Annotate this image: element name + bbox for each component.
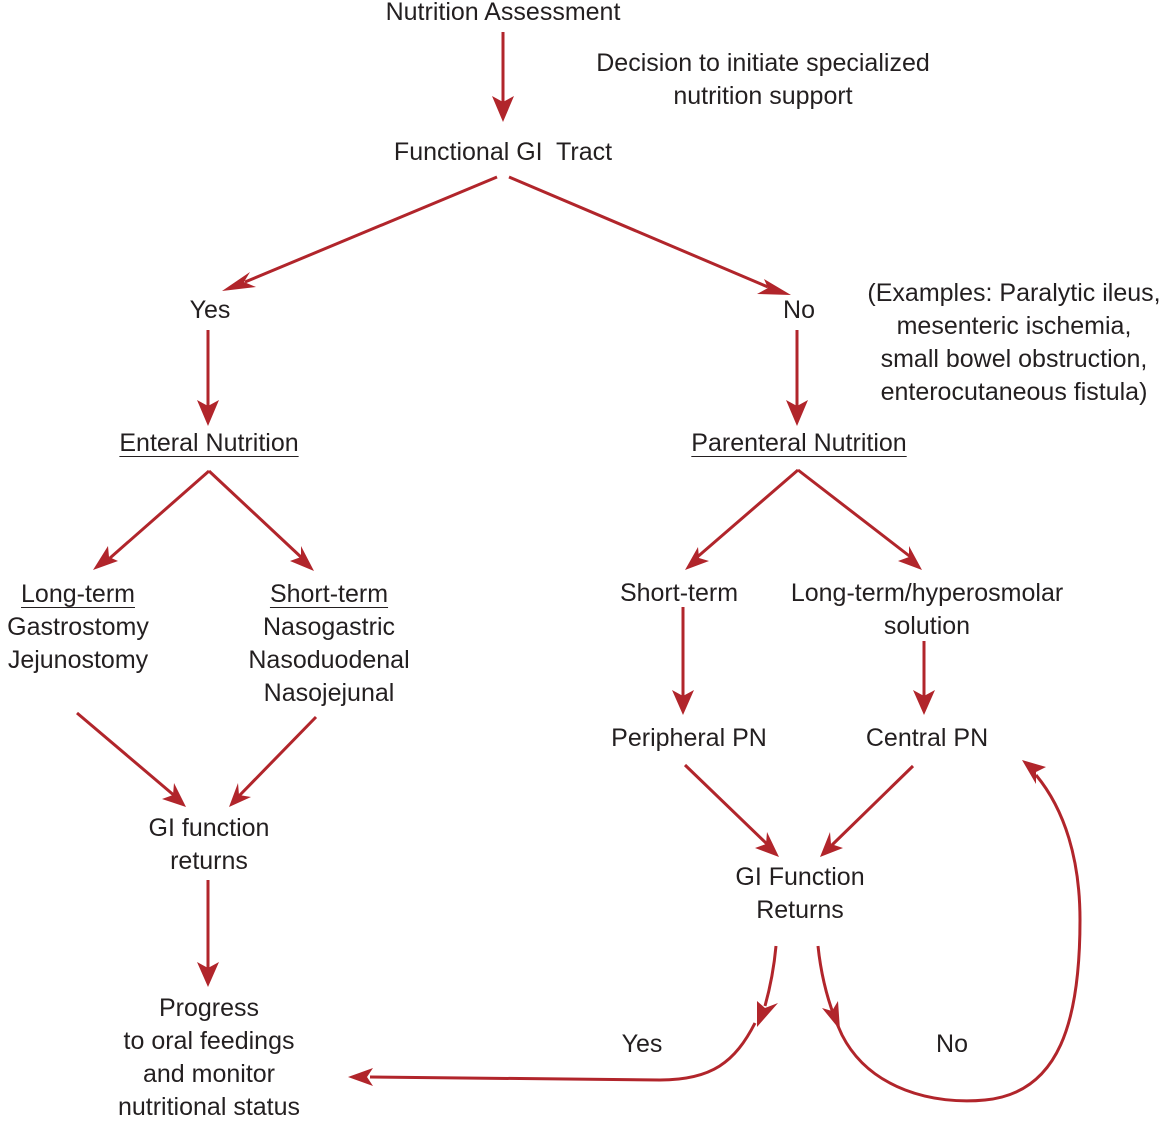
- arrow-gi-tract-to-yes: [244, 175, 498, 284]
- arrow-pn-yes-to-progress: [763, 945, 778, 1007]
- node-yes: Yes: [190, 294, 231, 327]
- node-label: Returns: [756, 896, 844, 924]
- arrowhead: [348, 1068, 373, 1086]
- node-nutrition-assessment: Nutrition Assessment: [386, 0, 621, 29]
- node-label: GI Function: [735, 863, 865, 891]
- node-label: to oral feedings: [123, 1027, 295, 1055]
- node-label: returns: [170, 847, 248, 875]
- node-label: Short-term: [619, 579, 739, 607]
- node-item: Jejunostomy: [7, 646, 149, 674]
- arrow-central-to-gi-returns: [830, 764, 915, 847]
- arrowhead: [898, 546, 922, 570]
- node-label: GI function: [148, 814, 270, 842]
- decision-note: Decision to initiate specialized nutriti…: [596, 47, 930, 113]
- arrowhead: [786, 400, 808, 426]
- node-heading: Long-term: [21, 580, 135, 608]
- note-line: nutrition support: [673, 82, 853, 110]
- node-parenteral-nutrition: Parenteral Nutrition: [691, 427, 906, 460]
- node-pn-long-term: Long-term/hyperosmolar solution: [791, 577, 1063, 643]
- node-label: nutritional status: [117, 1093, 301, 1121]
- arrowhead: [290, 546, 314, 571]
- arrowhead: [229, 783, 251, 807]
- note-line: small bowel obstruction,: [880, 345, 1148, 373]
- node-label: Enteral Nutrition: [119, 429, 299, 457]
- node-label: No: [783, 296, 815, 324]
- arrow-long-term-to-gi-returns: [76, 711, 177, 799]
- arrowhead: [755, 832, 779, 857]
- arrowhead: [757, 279, 791, 295]
- node-label: solution: [883, 612, 971, 640]
- node-label: and monitor: [142, 1060, 276, 1088]
- node-heading: Short-term: [269, 580, 389, 608]
- node-label: No: [936, 1030, 968, 1058]
- node-item: Nasojejunal: [263, 679, 395, 707]
- arrowhead: [492, 96, 514, 122]
- arrowhead: [757, 1001, 778, 1027]
- arrow-enteral-to-short-term: [207, 469, 304, 560]
- arrowhead: [162, 783, 186, 807]
- arrow-pn-yes-path: [369, 1022, 757, 1082]
- node-central-pn: Central PN: [866, 722, 988, 755]
- node-peripheral-pn: Peripheral PN: [611, 722, 767, 755]
- note-line: (Examples: Paralytic ileus,: [867, 279, 1161, 307]
- node-label: Yes: [621, 1030, 663, 1058]
- node-label: Long-term/hyperosmolar: [790, 579, 1064, 607]
- loop-no-label: No: [936, 1028, 968, 1061]
- arrow-gi-tract-to-no: [508, 175, 769, 289]
- node-label: Nutrition Assessment: [385, 0, 621, 26]
- arrow-parenteral-to-long-term: [797, 468, 913, 560]
- node-enteral-short-term: Short-term Nasogastric Nasoduodenal Naso…: [248, 578, 409, 710]
- note-line: Decision to initiate specialized: [596, 49, 930, 77]
- node-pn-short-term: Short-term: [620, 577, 738, 610]
- node-item: Nasogastric: [263, 613, 395, 641]
- arrowhead: [913, 690, 935, 715]
- arrowhead: [1022, 760, 1046, 784]
- arrowhead: [197, 962, 219, 987]
- arrowhead: [672, 690, 694, 715]
- node-enteral-gi-returns: GI function returns: [149, 812, 270, 878]
- node-functional-gi-tract: Functional GI Tract: [394, 136, 612, 169]
- arrow-parenteral-to-short-term: [694, 468, 799, 561]
- node-label: Functional GI Tract: [393, 138, 613, 166]
- arrowhead: [93, 546, 118, 570]
- arrowhead: [197, 400, 219, 426]
- note-line: enterocutaneous fistula): [880, 378, 1148, 406]
- arrow-short-term-to-gi-returns: [236, 715, 318, 799]
- node-label: Parenteral Nutrition: [691, 429, 907, 457]
- node-label: Yes: [189, 296, 231, 324]
- node-pn-gi-returns: GI Function Returns: [735, 861, 864, 927]
- node-item: Nasoduodenal: [248, 646, 410, 674]
- node-label: Peripheral PN: [611, 724, 767, 752]
- arrowhead: [685, 547, 709, 570]
- arrowhead: [820, 832, 843, 857]
- arrow-enteral-to-long-term: [109, 469, 210, 560]
- node-progress: Progress to oral feedings and monitor nu…: [118, 992, 300, 1124]
- node-label: Progress: [158, 994, 260, 1022]
- arrow-peripheral-to-gi-returns: [683, 763, 770, 847]
- node-label: Central PN: [865, 724, 989, 752]
- arrowhead: [822, 1001, 840, 1030]
- examples-note: (Examples: Paralytic ileus, mesenteric i…: [867, 277, 1160, 409]
- node-enteral-long-term: Long-term Gastrostomy Jejunostomy: [7, 578, 149, 677]
- note-line: mesenteric ischemia,: [896, 312, 1132, 340]
- arrowhead: [222, 272, 256, 291]
- node-no: No: [783, 294, 815, 327]
- loop-yes-label: Yes: [622, 1028, 663, 1061]
- node-item: Gastrostomy: [7, 613, 149, 641]
- node-enteral-nutrition: Enteral Nutrition: [119, 427, 298, 460]
